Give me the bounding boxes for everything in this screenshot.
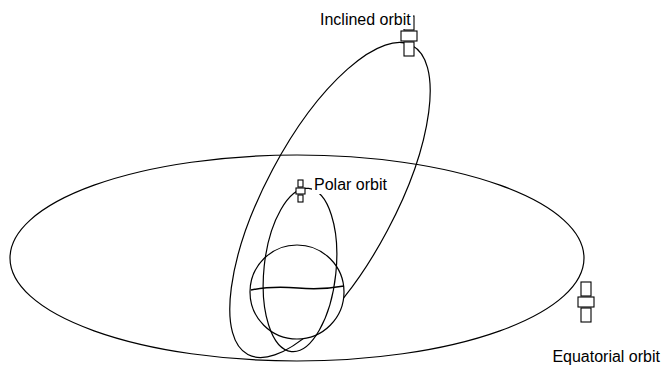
inclined-orbit-path	[190, 15, 469, 376]
orbit-label: Equatorial orbit	[550, 347, 662, 366]
earth-equator	[251, 286, 344, 290]
earth-globe	[250, 245, 344, 339]
satellite-icon	[296, 180, 305, 202]
satellite-icon	[578, 282, 594, 322]
equatorial-orbit-path	[10, 155, 584, 361]
orbit-label: Inclined orbit	[318, 10, 413, 29]
polar-orbit-path	[256, 185, 345, 356]
orbit-label: Polar orbit	[312, 175, 389, 194]
